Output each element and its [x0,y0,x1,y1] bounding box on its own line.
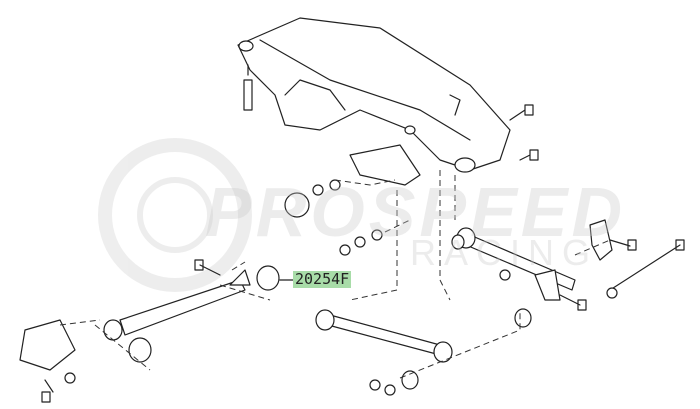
watermark-brand: PROSPEED [205,173,626,251]
nuts-washers [64,179,618,396]
leader-lines [59,170,611,379]
trailing-link [19,265,280,371]
watermark-logo [98,138,252,292]
watermark-sub: RACING [410,232,599,273]
lateral-links [315,219,613,390]
bushing-20254f [256,265,280,291]
rear-crossmember [237,17,511,186]
part-number-callout[interactable]: 20254F [293,270,352,288]
bolts [41,64,685,403]
